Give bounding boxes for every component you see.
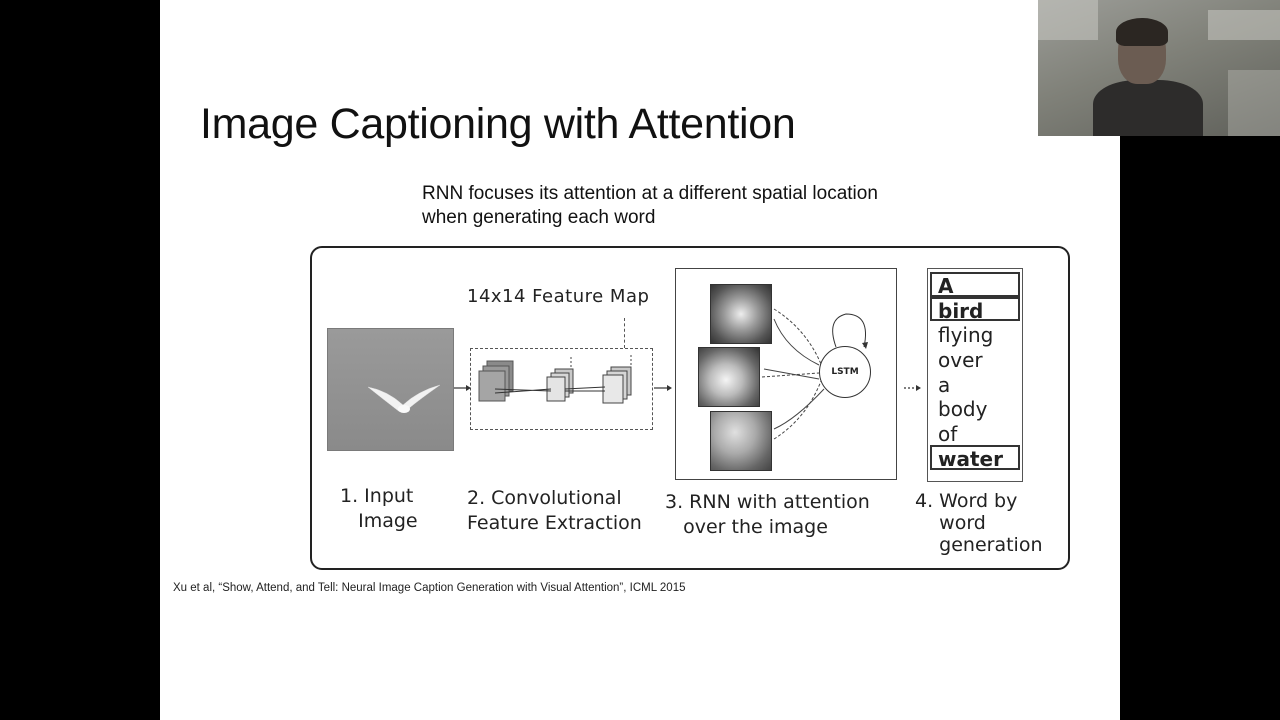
- presenter-hair: [1116, 18, 1168, 46]
- captioning-pipeline-figure: 14x14 Feature Map: [310, 246, 1070, 570]
- pipeline-arrows: [454, 385, 921, 391]
- subtitle-line-2: when generating each word: [422, 207, 656, 228]
- citation: Xu et al, “Show, Attend, and Tell: Neura…: [173, 582, 686, 594]
- attention-map-1: [710, 284, 772, 344]
- generated-word: A: [930, 272, 1020, 298]
- step-2-caption: 2. Convolutional Feature Extraction: [467, 487, 642, 534]
- generated-word: of: [938, 422, 958, 447]
- presenter-body: [1093, 80, 1203, 136]
- generated-word: a: [938, 372, 951, 397]
- rnn-attention-box: LSTM: [675, 268, 897, 480]
- generated-word: body: [938, 397, 988, 422]
- slide-title: Image Captioning with Attention: [200, 100, 796, 148]
- attention-map-3: [710, 411, 772, 471]
- step-3-caption: 3. RNN with attention over the image: [665, 491, 870, 538]
- slide-subtitle: RNN focuses its attention at a different…: [422, 182, 878, 230]
- subtitle-line-1: RNN focuses its attention at a different…: [422, 183, 878, 204]
- feature-map-label: 14x14 Feature Map: [467, 286, 650, 307]
- input-bird-image: [327, 328, 454, 451]
- lstm-node: LSTM: [819, 346, 871, 398]
- generated-word: over: [938, 348, 983, 373]
- generated-word: bird: [930, 296, 1020, 323]
- generated-words-box: A bird flying over a body of water: [927, 268, 1023, 482]
- attention-map-2: [698, 347, 760, 407]
- presenter-video-icon: [1038, 0, 1280, 136]
- feature-extraction-box: [470, 348, 653, 430]
- presentation-slide: Image Captioning with Attention RNN focu…: [160, 0, 1120, 720]
- feature-map-pointer: [624, 318, 625, 348]
- step-1-caption: 1. Input Image: [340, 485, 418, 532]
- generated-word: water: [930, 444, 1020, 471]
- step-4-caption: 4. Word by word generation: [915, 490, 1043, 556]
- generated-word: flying: [938, 323, 994, 348]
